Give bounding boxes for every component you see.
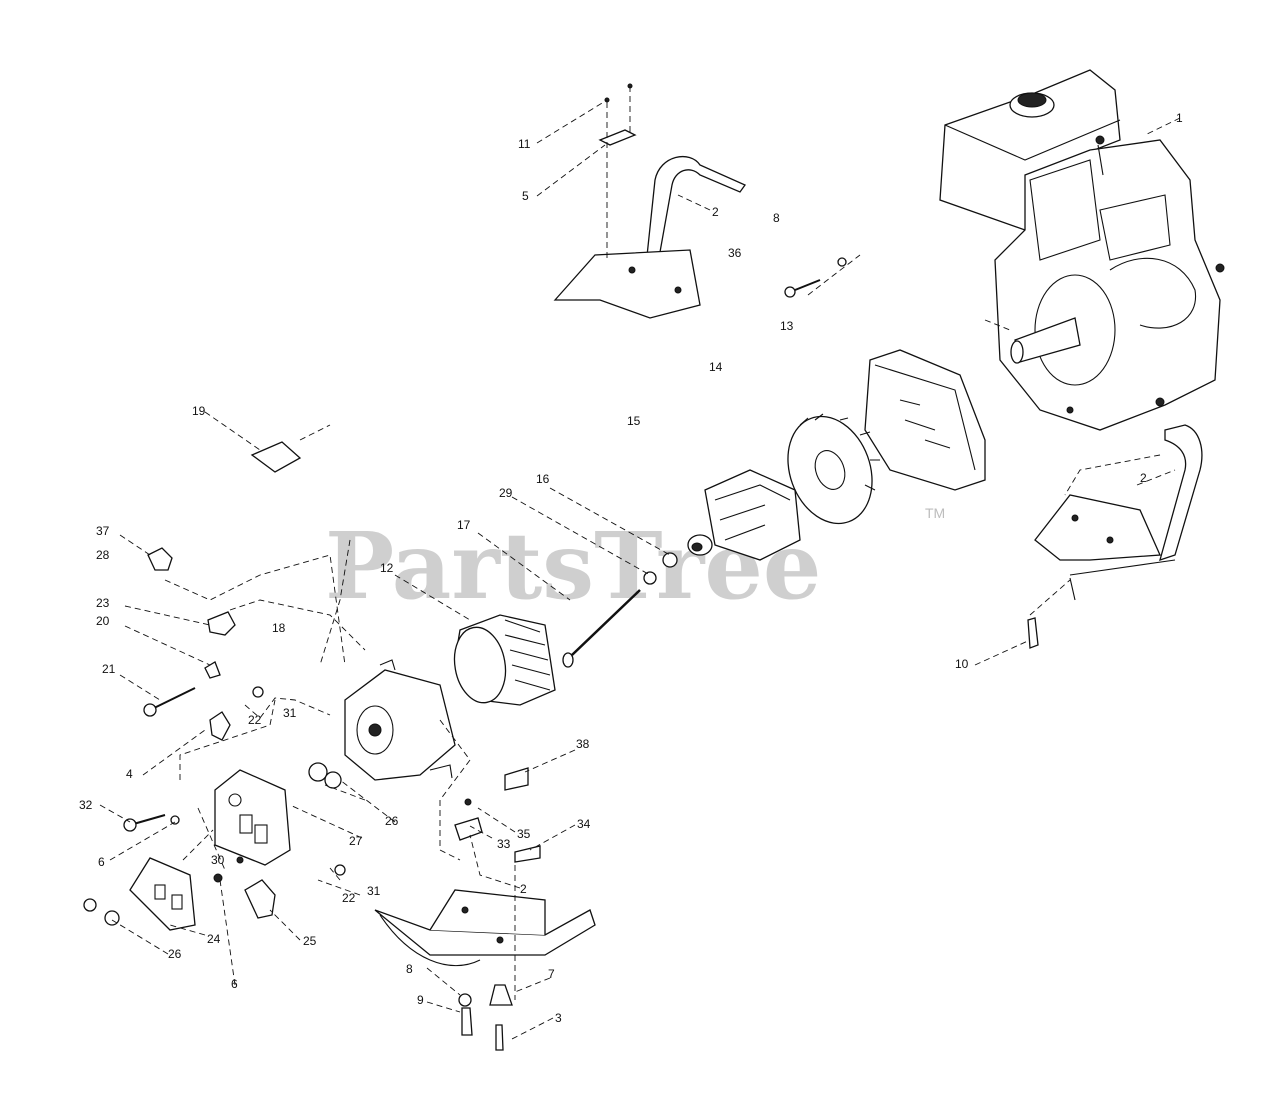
part-number-label: 20 xyxy=(96,614,110,628)
screw-part[interactable] xyxy=(236,856,244,864)
part-number-label: 2 xyxy=(1140,471,1147,485)
cooling-fan[interactable] xyxy=(774,405,887,536)
part-number-label: 10 xyxy=(955,657,969,671)
part-number-label: 32 xyxy=(79,798,93,812)
bracket-part[interactable] xyxy=(207,611,236,636)
part-number-label: 22 xyxy=(248,713,262,727)
screw-part[interactable] xyxy=(123,814,166,832)
blower-housing[interactable] xyxy=(864,349,986,491)
part-number-label: 19 xyxy=(192,404,206,418)
part-number-label: 8 xyxy=(773,211,780,225)
screw-part[interactable] xyxy=(464,798,472,806)
part-number-label: 27 xyxy=(349,834,363,848)
part-number-label: 31 xyxy=(367,884,381,898)
base-frame-lower[interactable] xyxy=(374,889,596,967)
nut-part[interactable] xyxy=(334,864,346,876)
part-number-label: 21 xyxy=(102,662,116,676)
bracket-part[interactable] xyxy=(147,547,173,571)
part-number-label: 30 xyxy=(211,853,225,867)
screw-part[interactable] xyxy=(213,873,223,883)
stator[interactable] xyxy=(449,614,556,707)
bolt-part[interactable] xyxy=(143,687,196,717)
part-number-label: 28 xyxy=(96,548,110,562)
terminal-block[interactable] xyxy=(454,817,483,841)
part-number-label: 5 xyxy=(522,189,529,203)
control-panel[interactable] xyxy=(214,769,291,866)
part-number-label: 2 xyxy=(520,882,527,896)
part-number-label: 12 xyxy=(380,561,394,575)
part-number-label: 4 xyxy=(126,767,133,781)
end-bell-housing[interactable] xyxy=(344,659,456,781)
part-number-label: 38 xyxy=(576,737,590,751)
part-number-label: 35 xyxy=(517,827,531,841)
part-number-label: 33 xyxy=(497,837,511,851)
washer-part[interactable] xyxy=(662,552,678,568)
part-number-label: 1 xyxy=(1176,111,1183,125)
spacer-plate[interactable] xyxy=(598,129,637,146)
washer-part[interactable] xyxy=(458,993,472,1007)
part-number-label: 13 xyxy=(780,319,794,333)
bolt-part[interactable] xyxy=(461,1007,473,1036)
cover-plate[interactable] xyxy=(250,441,302,473)
clip-part[interactable] xyxy=(204,661,221,679)
part-number-label: 9 xyxy=(417,993,424,1007)
part-number-label: 31 xyxy=(283,706,297,720)
washer-part[interactable] xyxy=(643,571,657,585)
part-number-label: 3 xyxy=(555,1011,562,1025)
part-number-label: 18 xyxy=(272,621,286,635)
leader-lines xyxy=(99,86,1181,1041)
part-number-label: 17 xyxy=(457,518,471,532)
washer-part[interactable] xyxy=(837,257,847,267)
engine-part[interactable] xyxy=(939,69,1225,431)
knob-part[interactable] xyxy=(308,762,328,782)
part-number-label: 37 xyxy=(96,524,110,538)
part-number-label: 7 xyxy=(548,967,555,981)
part-number-labels: 1 2 2 2 3 4 5 6 6 7 8 8 9 10 11 12 13 14… xyxy=(79,111,1183,1025)
base-frame-upper[interactable] xyxy=(553,156,746,319)
nut-part[interactable] xyxy=(170,815,180,825)
base-frame-right[interactable] xyxy=(1034,424,1203,601)
rotor-assembly[interactable] xyxy=(687,469,801,561)
screw-part[interactable] xyxy=(495,1024,504,1051)
rubber-foot[interactable] xyxy=(489,984,513,1006)
bolt-part[interactable] xyxy=(784,279,821,298)
part-number-label: 2 xyxy=(712,205,719,219)
part-number-label: 23 xyxy=(96,596,110,610)
bolt-part[interactable] xyxy=(1027,617,1039,649)
part-number-label: 24 xyxy=(207,932,221,946)
label-part[interactable] xyxy=(504,767,529,791)
part-number-label: 36 xyxy=(728,246,742,260)
part-number-label: 6 xyxy=(98,855,105,869)
through-bolt[interactable] xyxy=(562,589,641,668)
part-number-label: 8 xyxy=(406,962,413,976)
part-number-label: 11 xyxy=(518,137,531,151)
nut-part[interactable] xyxy=(83,898,97,912)
switch-part[interactable] xyxy=(209,711,231,741)
nut-part[interactable] xyxy=(252,686,264,698)
watermark-trademark: TM xyxy=(925,505,945,521)
part-number-label: 16 xyxy=(536,472,550,486)
part-number-label: 26 xyxy=(168,947,182,961)
part-number-label: 22 xyxy=(342,891,356,905)
part-number-label: 6 xyxy=(231,977,238,991)
part-number-label: 29 xyxy=(499,486,513,500)
part-number-label: 25 xyxy=(303,934,317,948)
part-number-label: 34 xyxy=(577,817,591,831)
label-part[interactable] xyxy=(514,845,541,863)
receptacle-plate[interactable] xyxy=(129,857,196,931)
part-number-label: 26 xyxy=(385,814,399,828)
part-number-label: 15 xyxy=(627,414,641,428)
part-number-label: 14 xyxy=(709,360,723,374)
nut-part[interactable] xyxy=(104,910,120,926)
breaker-part[interactable] xyxy=(244,879,276,919)
